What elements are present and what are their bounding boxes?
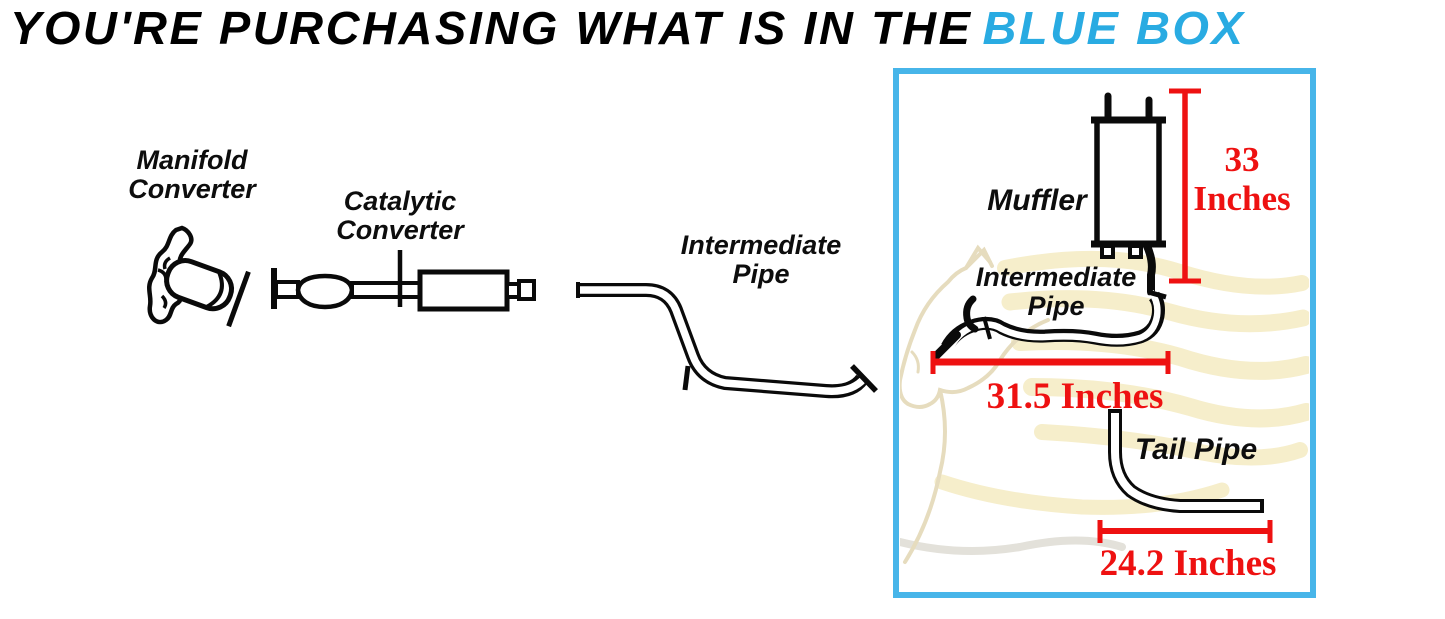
tail-pipe-drawing bbox=[1108, 405, 1266, 513]
intermediate-pipe-2-drawing bbox=[932, 289, 1167, 360]
manifold-converter-drawing bbox=[147, 225, 251, 328]
blue-box-border bbox=[893, 68, 1316, 598]
title-black-text: YOU'RE PURCHASING WHAT IS IN THE bbox=[10, 1, 973, 54]
intermediate-pipe-drawing bbox=[572, 282, 878, 399]
catalytic-converter-drawing bbox=[271, 250, 536, 312]
title-blue-text: BLUE BOX bbox=[982, 1, 1246, 54]
intermediate-pipe-dimension-label: 31.5 Inches bbox=[986, 376, 1164, 417]
muffler-drawing bbox=[1091, 92, 1166, 296]
manifold-converter-label: Manifold Converter bbox=[128, 145, 256, 205]
intermediate-pipe-dimension-line bbox=[930, 351, 1171, 374]
muffler-label: Muffler bbox=[987, 184, 1087, 217]
tail-pipe-dimension-label: 24.2 Inches bbox=[1099, 543, 1277, 584]
intermediate-pipe-label: Intermediate Pipe bbox=[680, 230, 842, 290]
muffler-dimension-line bbox=[1169, 88, 1201, 284]
muffler-dimension-label: 33 Inches bbox=[1193, 140, 1291, 219]
tail-pipe-dimension-line bbox=[1097, 520, 1273, 543]
catalytic-converter-label: Catalytic Converter bbox=[336, 186, 464, 246]
intermediate-pipe-2-label: Intermediate Pipe bbox=[975, 262, 1137, 322]
tail-pipe-label: Tail Pipe bbox=[1134, 433, 1258, 466]
